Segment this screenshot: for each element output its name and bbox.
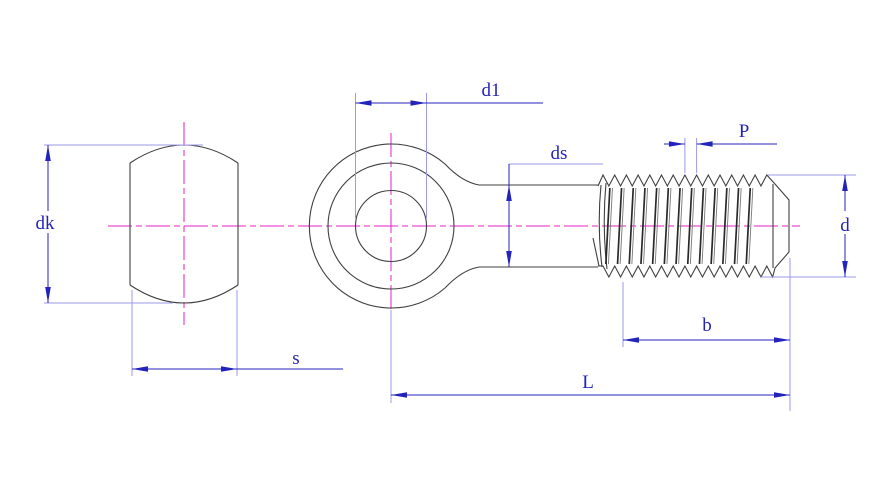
dim-label-d: d bbox=[840, 215, 850, 236]
eye-hole-circle bbox=[354, 189, 428, 263]
thread-flank-line bbox=[686, 187, 693, 265]
dimension-arrowhead-icon bbox=[410, 100, 427, 106]
thread-flank-line bbox=[654, 187, 660, 265]
thread-flank-line bbox=[722, 187, 728, 265]
thread-flank-line bbox=[713, 187, 719, 265]
dimension-arrowhead-icon bbox=[668, 141, 685, 147]
thread-flank-line bbox=[663, 187, 670, 265]
thread-flank-line bbox=[605, 187, 611, 265]
thread-flank-line bbox=[675, 187, 681, 265]
eye-bolt-front-view bbox=[308, 143, 790, 309]
thread-runout-curve-1 bbox=[598, 184, 603, 268]
dimension-arrowhead-icon bbox=[623, 337, 639, 343]
dimension-arrowhead-icon bbox=[506, 251, 512, 267]
dim-label-p: P bbox=[739, 121, 750, 142]
thread-flank-line bbox=[666, 187, 672, 265]
dimension-arrowhead-icon bbox=[391, 392, 407, 398]
thread-flank-line bbox=[643, 187, 648, 265]
dimension-arrowhead-icon bbox=[45, 145, 51, 161]
thread-flank-line bbox=[640, 187, 646, 265]
eye-middle-circle bbox=[327, 162, 455, 290]
dimension-arrowhead-icon bbox=[355, 100, 372, 106]
thread-flank-line bbox=[736, 187, 742, 265]
extension-lines bbox=[44, 93, 856, 411]
dimension-lines bbox=[45, 100, 848, 398]
thread-flank-line bbox=[748, 187, 754, 265]
thread-flank-line bbox=[631, 187, 637, 265]
thread-section bbox=[592, 173, 790, 279]
thread-flank-line bbox=[689, 187, 695, 265]
dim-label-s: s bbox=[292, 348, 299, 369]
thread-flank-lines bbox=[605, 187, 754, 265]
dim-label-dk: dk bbox=[36, 213, 56, 234]
dimension-arrowheads bbox=[45, 100, 848, 398]
d-label-background bbox=[837, 211, 854, 234]
thread-flank-line bbox=[678, 187, 684, 265]
dimension-arrowhead-icon bbox=[45, 287, 51, 303]
thread-flank-line bbox=[651, 187, 658, 265]
thread-flank-line bbox=[710, 187, 716, 265]
dk-label-background bbox=[31, 211, 60, 233]
dimension-arrowhead-icon bbox=[132, 366, 148, 372]
thread-flank-line bbox=[745, 187, 752, 265]
dimension-arrowhead-icon bbox=[696, 141, 713, 147]
dimension-arrowhead-icon bbox=[221, 366, 237, 372]
thread-flank-line bbox=[701, 187, 707, 265]
dim-label-ds: ds bbox=[551, 143, 568, 164]
dimension-arrowhead-icon bbox=[774, 392, 790, 398]
dim-label-b: b bbox=[702, 315, 712, 336]
dimension-labels: dk s d1 ds P d b L bbox=[31, 80, 854, 393]
dim-label-d1: d1 bbox=[482, 80, 501, 101]
thread-profile bbox=[597, 173, 790, 279]
dim-label-l: L bbox=[582, 372, 594, 393]
thread-flank-line bbox=[616, 187, 623, 265]
head-bottom-arc bbox=[129, 284, 239, 304]
thread-runout-line bbox=[592, 237, 600, 267]
thread-flank-line bbox=[733, 187, 740, 265]
dimension-arrowhead-icon bbox=[506, 185, 512, 201]
dimension-arrowhead-icon bbox=[842, 261, 848, 277]
eye-outer-profile bbox=[308, 143, 480, 309]
dimension-arrowhead-icon bbox=[774, 337, 790, 343]
thread-flank-line bbox=[619, 187, 625, 265]
thread-flank-line bbox=[628, 187, 635, 265]
thread-flank-line bbox=[608, 187, 613, 265]
thread-flank-line bbox=[698, 187, 705, 265]
dimension-arrowhead-icon bbox=[842, 175, 848, 191]
thread-flank-line bbox=[725, 187, 730, 265]
